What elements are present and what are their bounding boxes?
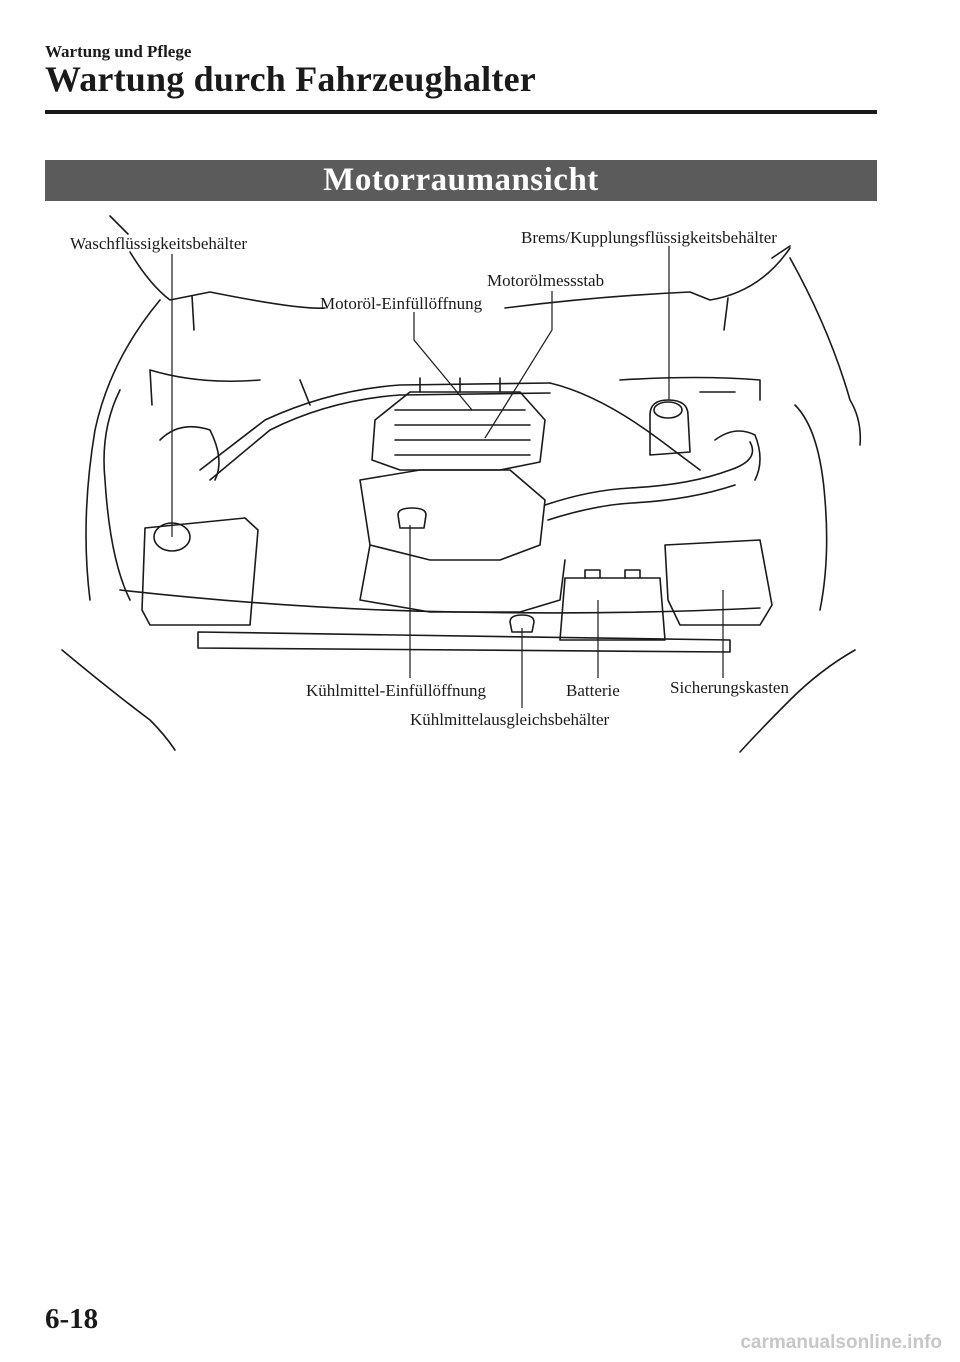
right-fender <box>789 257 862 446</box>
label-coolant-expansion-tank: Kühlmittelausgleichsbehälter <box>410 710 610 729</box>
front-crossmember <box>197 631 731 653</box>
left-bumper-curve <box>61 649 176 751</box>
strut-brace-right <box>549 382 701 471</box>
banner-title: Motorraumansicht <box>323 162 599 198</box>
bay-detail-left <box>149 369 311 406</box>
radiator-support <box>119 589 761 614</box>
air-intake-hose <box>544 441 754 506</box>
cam-cover-ribs <box>394 409 531 456</box>
label-brake-clutch-reservoir: Brems/Kupplungsflüssigkeitsbehälter <box>521 228 777 247</box>
battery-box <box>559 577 666 641</box>
label-oil-filler: Motoröl-Einfüllöffnung <box>320 294 483 313</box>
left-wheelwell-detail <box>159 425 220 481</box>
bay-detail-right <box>619 376 761 401</box>
intake-manifold <box>359 469 546 561</box>
fuse-box <box>664 539 773 626</box>
section-banner: Motorraumansicht <box>45 160 877 201</box>
strut-brace-left <box>199 382 551 471</box>
engine-bay-diagram <box>61 215 862 753</box>
label-washer-reservoir: Waschflüssigkeitsbehälter <box>70 234 248 253</box>
brake-cap <box>653 401 683 419</box>
right-bumper-curve <box>739 649 856 753</box>
cam-cover <box>371 391 546 471</box>
section-label: Wartung und Pflege <box>45 42 192 61</box>
page-title: Wartung durch Fahrzeughalter <box>45 59 536 99</box>
air-intake-hose-2 <box>547 484 736 521</box>
engine-lower <box>359 544 566 613</box>
coolant-tank <box>509 614 535 633</box>
label-oil-dipstick: Motorölmessstab <box>487 271 605 290</box>
label-battery: Batterie <box>566 681 620 700</box>
hood-left-prop <box>191 295 195 331</box>
hood-outline <box>109 215 791 309</box>
label-coolant-filler: Kühlmittel-Einfüllöffnung <box>306 681 487 700</box>
coolant-filler-cap <box>397 507 427 529</box>
brake-reservoir <box>649 399 691 456</box>
strut-brace-left-2 <box>209 392 551 481</box>
leader-oil-filler <box>413 312 473 411</box>
label-fuse-box: Sicherungskasten <box>670 678 789 697</box>
battery-terminals <box>584 569 641 579</box>
watermark: carmanualsonline.info <box>740 1332 942 1353</box>
left-inner-fender <box>103 389 131 601</box>
leader-dipstick <box>484 291 553 439</box>
bay-detail-mid <box>419 377 501 393</box>
washer-tank <box>141 517 259 626</box>
right-wheelwell-detail <box>714 430 761 481</box>
title-rule <box>45 110 877 114</box>
page-number: 6-18 <box>45 1303 99 1335</box>
hood-right-prop <box>723 297 729 331</box>
left-fender <box>85 299 161 601</box>
right-inner-fender <box>794 404 828 611</box>
